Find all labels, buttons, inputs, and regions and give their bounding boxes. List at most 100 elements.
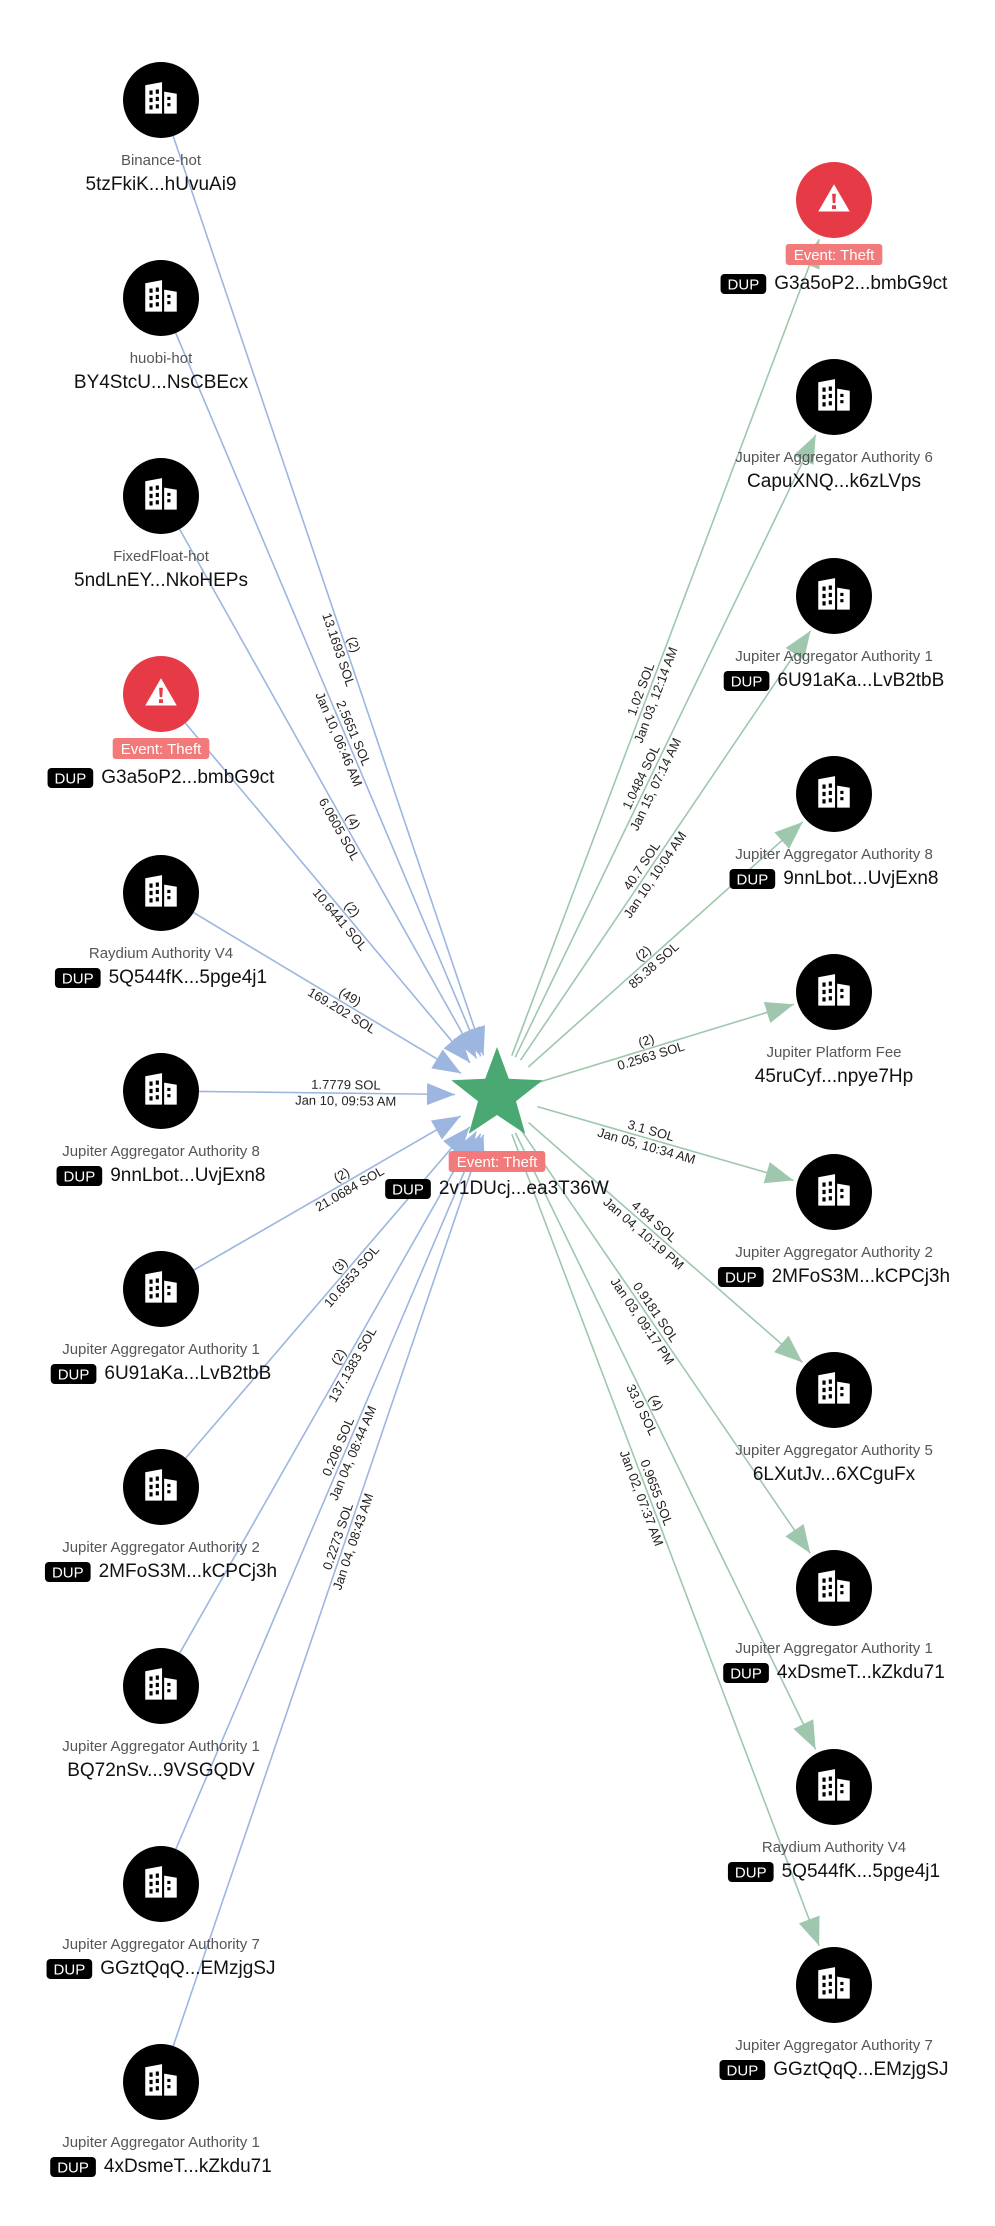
edge-n20[interactable] <box>514 1132 817 1750</box>
node-address[interactable]: 9nnLbot...UvjExn8 <box>110 1165 265 1186</box>
edge-line <box>179 1131 477 1654</box>
node-name: Jupiter Aggregator Authority 8 <box>62 1143 260 1160</box>
edge-arrow-14 <box>774 821 803 849</box>
node-address[interactable]: CapuXNQ...k6zLVps <box>747 471 921 492</box>
node-name: Jupiter Aggregator Authority 7 <box>735 2037 933 2054</box>
node-circle[interactable] <box>796 162 872 238</box>
node-address[interactable]: BY4StcU...NsCBEcx <box>74 372 249 393</box>
edge-label-secondary: 85.38 SOL <box>625 939 681 992</box>
node-address[interactable]: 4xDsmeT...kZkdu71 <box>777 1662 945 1683</box>
edge-n16[interactable] <box>536 1001 795 1084</box>
node-n9[interactable]: Jupiter Aggregator Authority 1BQ72nSv...… <box>62 1648 260 1781</box>
node-address[interactable]: 2MFoS3M...kCPCj3h <box>772 1266 950 1287</box>
dup-badge-label: DUP <box>727 2063 759 2080</box>
edge-label-n7: (2)21.0684 SOL <box>313 1163 387 1214</box>
edge-n18[interactable] <box>528 1122 803 1363</box>
edge-line <box>172 135 485 1056</box>
edge-n5[interactable] <box>193 911 462 1075</box>
edge-n4[interactable] <box>184 722 471 1064</box>
edge-n15[interactable] <box>527 821 804 1068</box>
edge-label-primary: 1.7779 SOL <box>311 1077 381 1093</box>
node-address[interactable]: 2MFoS3M...kCPCj3h <box>99 1561 277 1582</box>
node-name: Jupiter Aggregator Authority 7 <box>62 1936 260 1953</box>
node-address[interactable]: G3a5oP2...bmbG9ct <box>101 767 275 788</box>
event-tag <box>112 738 210 759</box>
edge-label-secondary: 21.0684 SOL <box>313 1163 387 1214</box>
edge-n17[interactable] <box>537 1105 794 1184</box>
node-n18[interactable]: Jupiter Aggregator Authority 56LXutJv...… <box>735 1352 933 1485</box>
edge-line <box>193 911 462 1075</box>
edge-n21[interactable] <box>511 1133 820 1947</box>
dup-badge-label: DUP <box>55 771 87 788</box>
node-circle[interactable] <box>123 656 199 732</box>
edge-n6[interactable] <box>198 1083 456 1106</box>
edge-n11[interactable] <box>172 1134 485 2047</box>
edge-label-primary: (4) <box>343 811 364 832</box>
edge-arrow-5 <box>426 1083 456 1106</box>
node-n7[interactable]: Jupiter Aggregator Authority 1 DUP 6U91aKa… <box>50 1251 272 1384</box>
dup-badge <box>56 1166 103 1186</box>
node-address[interactable]: 4xDsmeT...kZkdu71 <box>104 2156 272 2177</box>
node-address[interactable]: 2v1DUcj...ea3T36W <box>439 1178 609 1199</box>
edge-arrow-7 <box>443 1126 470 1156</box>
dup-badge-label: DUP <box>52 1565 84 1582</box>
edge-n7[interactable] <box>193 1115 462 1271</box>
edge-n3[interactable] <box>178 528 478 1059</box>
node-address[interactable]: 5Q544fK...5pge4j1 <box>109 967 267 988</box>
edge-line <box>511 1133 820 1947</box>
dup-badge <box>47 768 94 788</box>
edge-label-primary: (2) <box>331 1164 352 1185</box>
node-address[interactable]: BQ72nSv...9VSGQDV <box>67 1760 255 1781</box>
dup-badge-label: DUP <box>728 277 760 294</box>
node-address[interactable]: 5Q544fK...5pge4j1 <box>782 1861 940 1882</box>
edge-n14[interactable] <box>519 630 812 1061</box>
edge-n19[interactable] <box>520 1129 811 1554</box>
node-address[interactable]: 5tzFkiK...hUvuAi9 <box>86 174 237 195</box>
edge-arrow-2 <box>453 1028 477 1059</box>
node-name: Jupiter Aggregator Authority 1 <box>62 1341 260 1358</box>
node-address[interactable]: GGztQqQ...EMzjgSJ <box>773 2059 948 2080</box>
node-address[interactable]: 6U91aKa...LvB2tbB <box>777 670 944 691</box>
node-address[interactable]: G3a5oP2...bmbG9ct <box>774 273 948 294</box>
node-address[interactable]: 5ndLnEY...NkoHEPs <box>74 570 248 591</box>
star-icon[interactable] <box>451 1047 543 1134</box>
node-address[interactable]: 9nnLbot...UvjExn8 <box>783 868 938 889</box>
edge-label-n3: (4)6.0605 SOL <box>316 795 364 863</box>
edge-line <box>520 1129 811 1554</box>
edge-label-primary: (2) <box>328 1346 349 1367</box>
edge-line <box>172 1134 485 2047</box>
dup-badge-label: DUP <box>62 971 94 988</box>
node-address[interactable]: GGztQqQ...EMzjgSJ <box>100 1958 275 1979</box>
node-n13[interactable]: Jupiter Aggregator Authority 6CapuXNQ...… <box>735 359 933 492</box>
node-address[interactable]: 45ruCyf...npye7Hp <box>755 1066 913 1087</box>
edge-line <box>514 434 817 1058</box>
edge-line <box>198 1090 456 1096</box>
node-address[interactable]: 6LXutJv...6XCguFx <box>753 1464 916 1485</box>
edge-n13[interactable] <box>514 434 817 1058</box>
node-n21[interactable]: Jupiter Aggregator Authority 7 DUP GGztQqQ… <box>719 1947 949 2080</box>
dup-badge-label: DUP <box>58 1367 90 1384</box>
dup-badge-label: DUP <box>731 674 763 691</box>
edge-label-n1: (2)13.1693 SOL <box>319 611 363 688</box>
node-address[interactable]: 6U91aKa...LvB2tbB <box>104 1363 271 1384</box>
